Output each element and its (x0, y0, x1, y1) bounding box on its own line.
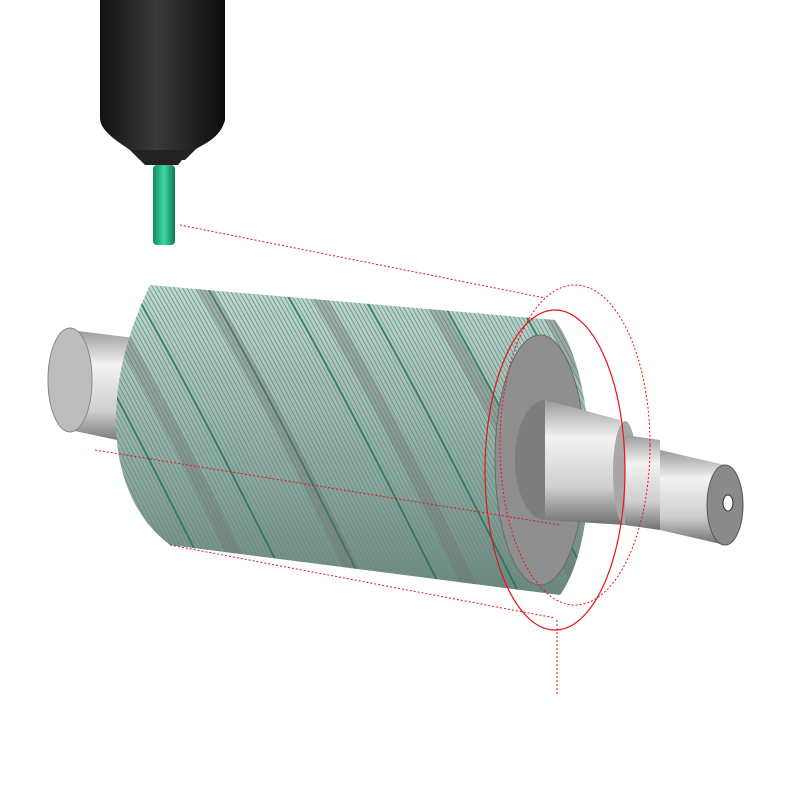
toolpath-line (291, 285, 483, 595)
toolpath-line (0, 260, 24, 620)
toolpath-line (228, 285, 420, 595)
toolpath-line (662, 260, 800, 620)
toolpath-line (666, 260, 800, 620)
toolpath-line (0, 260, 91, 620)
toolpath-line (258, 285, 449, 595)
toolpath-line (0, 260, 49, 620)
toolpath-line (249, 285, 441, 595)
toolpath-line (699, 260, 800, 620)
toolpath-line (708, 260, 800, 620)
toolpath-line (195, 285, 386, 595)
toolpath-line (0, 260, 70, 620)
toolpath-line (0, 260, 66, 620)
toolpath-line (0, 260, 108, 620)
toolpath-line (0, 260, 37, 620)
toolpath-line (308, 285, 500, 595)
toolpath-line (0, 260, 16, 620)
toolpath-line (287, 285, 479, 595)
toolpath-line (203, 285, 395, 595)
toolpath-line (0, 260, 62, 620)
toolpath-line (165, 285, 357, 595)
toolpath-line (0, 260, 104, 620)
center-hole-icon (722, 494, 734, 512)
toolpath-line (178, 285, 370, 595)
toolpath-line (641, 260, 800, 620)
toolpath-line (265, 285, 458, 595)
toolpath-line (115, 285, 130, 595)
toolpath-line (245, 285, 437, 595)
toolpath-line (220, 285, 412, 595)
right-shaft (515, 400, 744, 546)
toolpath-line (0, 260, 45, 620)
toolpath-line (0, 260, 12, 620)
toolpath-line (169, 285, 361, 595)
toolpath-line (704, 260, 800, 620)
toolpath-line (161, 285, 353, 595)
toolpath-line (237, 285, 428, 595)
toolpath-line (283, 285, 475, 595)
toolpath-line (645, 260, 800, 620)
toolpath-line (0, 260, 96, 620)
toolpath-line (115, 285, 118, 595)
toolpath-line (190, 285, 383, 595)
toolpath-line (0, 260, 58, 620)
toolpath-line (312, 285, 504, 595)
toolpath-line (0, 260, 41, 620)
toolpath-line (279, 285, 470, 595)
toolpath-line (115, 285, 126, 595)
machining-boundary (94, 224, 651, 695)
toolpath-line (0, 260, 83, 620)
toolpath-line (695, 260, 800, 620)
toolpath-line (182, 285, 374, 595)
toolpath-line (691, 260, 800, 620)
toolpath-line (304, 285, 496, 595)
toolpath-line (174, 285, 365, 595)
toolpath-line (0, 260, 100, 620)
toolpath-line (0, 260, 75, 620)
tool-holder (100, 0, 225, 165)
toolpath-line (653, 260, 800, 620)
toolpath-line (274, 285, 466, 595)
toolpath-line (674, 260, 800, 620)
toolpath-line (0, 260, 3, 620)
toolpath-line (241, 285, 433, 595)
toolpath-line (0, 260, 20, 620)
toolpath-line (115, 285, 122, 595)
toolpath-line (300, 285, 491, 595)
toolpath-line (0, 260, 87, 620)
toolpath-line (262, 285, 454, 595)
toolpath-line (0, 260, 28, 620)
toolpath-line (683, 260, 800, 620)
toolpath-line (0, 260, 54, 620)
toolpath-line (0, 260, 7, 620)
toolpath-line (678, 260, 800, 620)
toolpath-line (232, 285, 424, 595)
toolpath-line (0, 260, 33, 620)
end-mill-tool (153, 165, 175, 245)
toolpath-line (115, 285, 134, 595)
toolpath-line (199, 285, 391, 595)
screw-rotor-body (115, 285, 590, 595)
toolpath-line (316, 285, 508, 595)
toolpath-line (0, 260, 79, 620)
toolpath-line (186, 285, 378, 595)
toolpath-line (649, 260, 800, 620)
toolpath-line (0, 260, 112, 620)
toolpath-line (295, 285, 487, 595)
toolpath-line (687, 260, 800, 620)
toolpath-line (211, 285, 403, 595)
toolpath-line (253, 285, 445, 595)
toolpath-line (270, 285, 462, 595)
toolpath-line (670, 260, 800, 620)
toolpath-line (216, 285, 407, 595)
toolpath-line (207, 285, 399, 595)
toolpath-line (657, 260, 800, 620)
toolpath-line (636, 260, 800, 620)
toolpath-line (224, 285, 416, 595)
